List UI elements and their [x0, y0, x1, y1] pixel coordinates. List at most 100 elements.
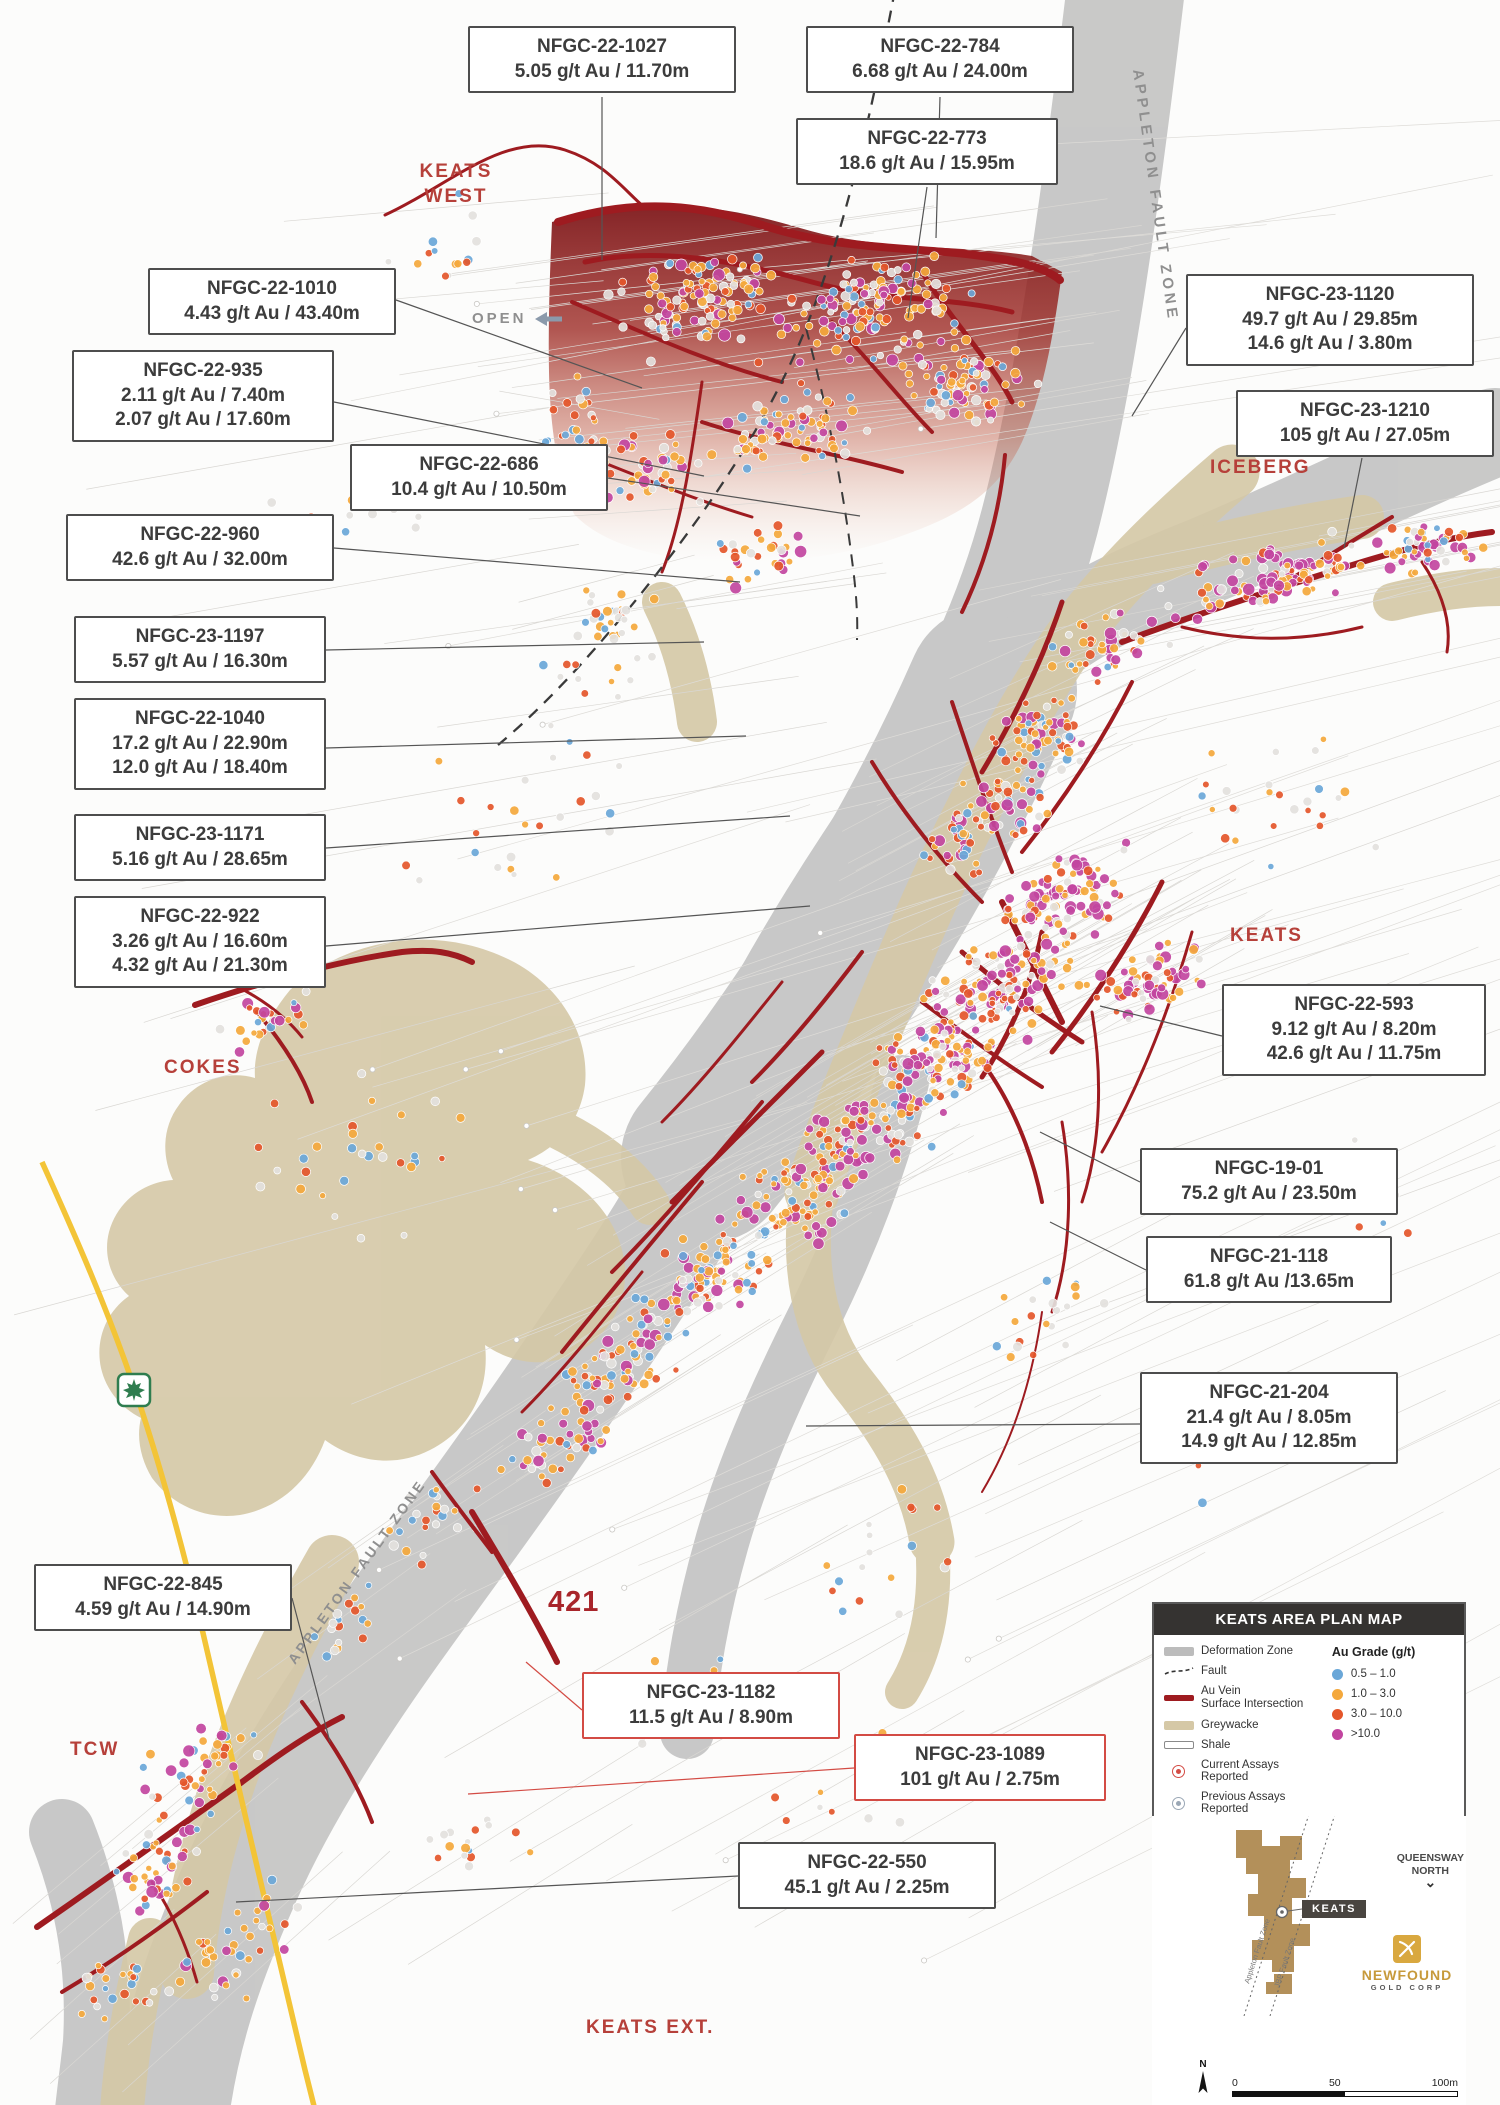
- au-grade-title: Au Grade (g/t): [1331, 1645, 1416, 1659]
- legend-item-shale: Shale: [1164, 1739, 1328, 1751]
- callout-nfgc-22-1040: NFGC-22-1040 17.2 g/t Au / 22.90m 12.0 g…: [74, 698, 326, 791]
- intercept: 42.6 g/t Au / 32.00m: [112, 548, 288, 570]
- callout-nfgc-23-1182: NFGC-23-1182 11.5 g/t Au / 8.90m: [582, 1672, 840, 1740]
- north-arrow-icon: [1198, 2071, 1208, 2093]
- callout-nfgc-22-922: NFGC-22-922 3.26 g/t Au / 16.60m 4.32 g/…: [74, 896, 326, 989]
- drillhole-id: NFGC-22-1040: [135, 708, 265, 729]
- legend-item-previous-assays: Previous Assays Reported: [1164, 1791, 1328, 1815]
- intercept: 49.7 g/t Au / 29.85m: [1242, 308, 1418, 330]
- callout-nfgc-22-593: NFGC-22-593 9.12 g/t Au / 8.20m 42.6 g/t…: [1222, 984, 1486, 1077]
- open-direction-arrow-icon: [534, 311, 562, 326]
- legend-item-deformation-zone: Deformation Zone: [1164, 1645, 1328, 1657]
- logo-name: NEWFOUND: [1361, 1967, 1453, 1983]
- intercept: 14.6 g/t Au / 3.80m: [1247, 333, 1413, 355]
- grade-row: 0.5 – 1.0: [1331, 1668, 1458, 1680]
- intercept: 17.2 g/t Au / 22.90m: [112, 732, 288, 754]
- callout-nfgc-22-550: NFGC-22-550 45.1 g/t Au / 2.25m: [738, 1842, 996, 1910]
- logo-subtitle: GOLD CORP: [1370, 1983, 1444, 1992]
- north-arrow: N: [1196, 2059, 1210, 2097]
- drillhole-id: NFGC-22-845: [103, 1574, 223, 1595]
- intercept: 61.8 g/t Au /13.65m: [1183, 1270, 1355, 1292]
- drillhole-id: NFGC-22-550: [807, 1852, 927, 1873]
- drillhole-id: NFGC-22-1027: [537, 36, 667, 57]
- callout-nfgc-22-960: NFGC-22-960 42.6 g/t Au / 32.00m: [66, 514, 334, 582]
- intercept: 5.57 g/t Au / 16.30m: [112, 650, 288, 672]
- intercept: 105 g/t Au / 27.05m: [1279, 424, 1451, 446]
- fault-icon: [1164, 1667, 1194, 1675]
- legend-item-fault: Fault: [1164, 1665, 1328, 1677]
- label-keats: KEATS: [1230, 925, 1303, 946]
- drillhole-id: NFGC-23-1120: [1265, 284, 1395, 305]
- label-vein-421: 421: [548, 1586, 600, 1618]
- callout-nfgc-22-935: NFGC-22-935 2.11 g/t Au / 7.40m 2.07 g/t…: [72, 350, 334, 443]
- intercept: 4.43 g/t Au / 43.40m: [184, 302, 360, 324]
- drillhole-id: NFGC-23-1171: [135, 824, 265, 845]
- intercept: 12.0 g/t Au / 18.40m: [112, 757, 288, 779]
- intercept: 3.26 g/t Au / 16.60m: [112, 930, 288, 952]
- callout-nfgc-22-845: NFGC-22-845 4.59 g/t Au / 14.90m: [34, 1564, 292, 1632]
- label-tcw: TCW: [70, 1739, 120, 1760]
- callout-nfgc-23-1120: NFGC-23-1120 49.7 g/t Au / 29.85m 14.6 g…: [1186, 274, 1474, 367]
- drillhole-id: NFGC-23-1210: [1300, 400, 1430, 421]
- callout-nfgc-22-1010: NFGC-22-1010 4.43 g/t Au / 43.40m: [148, 268, 396, 336]
- queensway-north-label: QUEENSWAY NORTH ⌄: [1396, 1852, 1464, 1891]
- drillhole-id: NFGC-23-1182: [646, 1682, 776, 1703]
- grade-dot-high: [1331, 1708, 1343, 1720]
- intercept: 18.6 g/t Au / 15.95m: [839, 152, 1015, 174]
- intercept: 10.4 g/t Au / 10.50m: [391, 478, 567, 500]
- intercept: 9.12 g/t Au / 8.20m: [1271, 1018, 1437, 1040]
- drillhole-id: NFGC-19-01: [1214, 1158, 1324, 1179]
- callout-nfgc-19-01: NFGC-19-01 75.2 g/t Au / 23.50m: [1140, 1148, 1398, 1216]
- keats-inset-badge: KEATS: [1302, 1900, 1366, 1918]
- legend-item-greywacke: Greywacke: [1164, 1719, 1328, 1731]
- drillhole-id: NFGC-22-686: [419, 454, 539, 475]
- grade-row: 1.0 – 3.0: [1331, 1688, 1458, 1700]
- callout-nfgc-23-1197: NFGC-23-1197 5.57 g/t Au / 16.30m: [74, 616, 326, 684]
- current-assay-icon: [1172, 1764, 1185, 1778]
- callout-nfgc-22-1027: NFGC-22-1027 5.05 g/t Au / 11.70m: [468, 26, 736, 94]
- callout-nfgc-23-1171: NFGC-23-1171 5.16 g/t Au / 28.65m: [74, 814, 326, 882]
- scale-bar-track: [1232, 2091, 1458, 2097]
- drillhole-id: NFGC-22-593: [1294, 994, 1414, 1015]
- callout-nfgc-22-686: NFGC-22-686 10.4 g/t Au / 10.50m: [350, 444, 608, 512]
- callout-nfgc-23-1089: NFGC-23-1089 101 g/t Au / 2.75m: [854, 1734, 1106, 1802]
- previous-assay-icon: [1172, 1796, 1185, 1810]
- drillhole-id: NFGC-22-922: [140, 906, 260, 927]
- drillhole-id: NFGC-23-1089: [915, 1744, 1045, 1765]
- drillhole-id: NFGC-22-1010: [207, 278, 337, 299]
- intercept: 4.59 g/t Au / 14.90m: [75, 1598, 251, 1620]
- drillhole-id: NFGC-23-1197: [135, 626, 265, 647]
- legend-title: KEATS AREA PLAN MAP: [1154, 1604, 1464, 1635]
- intercept: 2.07 g/t Au / 17.60m: [115, 409, 291, 431]
- intercept: 21.4 g/t Au / 8.05m: [1186, 1406, 1352, 1428]
- intercept: 75.2 g/t Au / 23.50m: [1181, 1182, 1357, 1204]
- drillhole-id: NFGC-21-204: [1209, 1382, 1329, 1403]
- grade-dot-low: [1331, 1668, 1343, 1680]
- legend-panel: KEATS AREA PLAN MAP Deformation Zone Fau…: [1152, 1602, 1466, 1830]
- intercept: 5.16 g/t Au / 28.65m: [112, 848, 288, 870]
- intercept: 42.6 g/t Au / 11.75m: [1266, 1043, 1442, 1065]
- intercept: 2.11 g/t Au / 7.40m: [120, 384, 286, 406]
- assay-dots: [77, 189, 1489, 2023]
- drillhole-id: NFGC-21-118: [1209, 1246, 1329, 1267]
- callout-nfgc-22-784: NFGC-22-784 6.68 g/t Au / 24.00m: [806, 26, 1074, 94]
- grade-row: 3.0 – 10.0: [1331, 1708, 1458, 1720]
- label-open: OPEN: [472, 310, 565, 327]
- grade-dot-mid: [1331, 1688, 1343, 1700]
- intercept: 11.5 g/t Au / 8.90m: [628, 1706, 794, 1728]
- callout-nfgc-21-118: NFGC-21-118 61.8 g/t Au /13.65m: [1146, 1236, 1392, 1304]
- label-keats-ext: KEATS EXT.: [586, 2017, 715, 2038]
- greywacke-icon: [1164, 1720, 1194, 1730]
- intercept: 5.05 g/t Au / 11.70m: [514, 60, 690, 82]
- legend-item-current-assays: Current Assays Reported: [1164, 1759, 1328, 1783]
- grade-row: >10.0: [1331, 1728, 1458, 1740]
- label-keats-west: KEATS WEST: [419, 161, 493, 207]
- intercept: 14.9 g/t Au / 12.85m: [1181, 1431, 1357, 1453]
- label-iceberg: ICEBERG: [1210, 457, 1311, 478]
- deformation-zone-icon: [1164, 1646, 1194, 1656]
- newfound-gold-logo: NEWFOUND GOLD CORP: [1348, 1934, 1466, 1992]
- location-inset-map: Appleton Fault Zone JBP Fault Zone QUEEN…: [1152, 1816, 1466, 2105]
- intercept: 4.32 g/t Au / 21.30m: [112, 955, 288, 977]
